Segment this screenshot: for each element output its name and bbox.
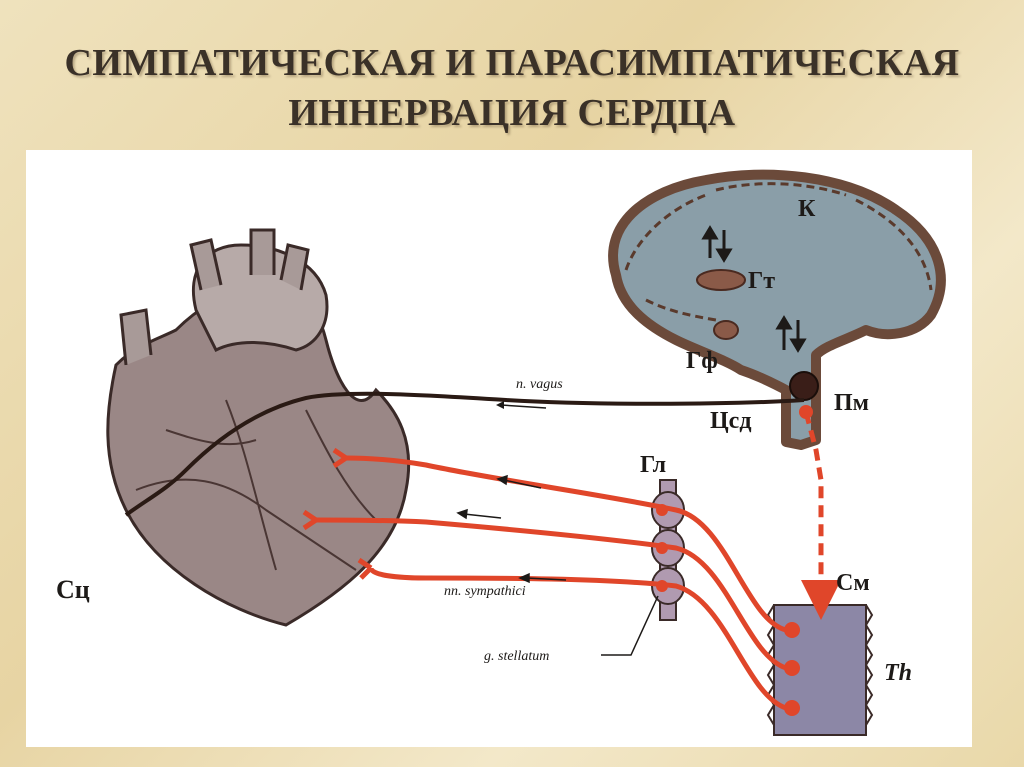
- label-hypothalamus: Гт: [748, 268, 775, 294]
- descending-pathway: [801, 411, 841, 620]
- label-vagus: n. vagus: [516, 377, 563, 392]
- label-medulla: Пм: [834, 390, 869, 416]
- spinal-neuron-1: [784, 622, 800, 638]
- heart-vessels: [119, 228, 310, 366]
- diagram-panel: К Гт Гф Пм Цсд Гл См Th Сц n. vagus nn. …: [26, 150, 972, 747]
- label-stellate: g. stellatum: [484, 649, 549, 664]
- label-spinal-cord: См: [836, 570, 870, 596]
- spinal-neuron-3: [784, 700, 800, 716]
- title-line-1: СИМПАТИЧЕСКАЯ И ПАРАСИМПАТИЧЕСКАЯ: [64, 42, 960, 84]
- label-heart: Сц: [56, 575, 90, 604]
- brain-cortex-folds: [624, 182, 933, 322]
- heart-coronary-vessels: [135, 399, 377, 571]
- label-cortex: К: [798, 196, 816, 222]
- vagus-direction-arrow: [500, 404, 547, 409]
- stellatum-leader-line: [601, 595, 659, 656]
- arrows-cortex-hypothalamus: [701, 225, 807, 353]
- heart: [106, 228, 411, 627]
- pituitary-shape: [713, 320, 739, 340]
- label-pituitary: Гф: [686, 348, 718, 374]
- label-thoracic: Th: [884, 660, 912, 686]
- innervation-diagram: К Гт Гф Пм Цсд Гл См Th Сц n. vagus nn. …: [56, 169, 946, 736]
- hypothalamus-shape: [696, 269, 746, 291]
- title-line-2: ИННЕРВАЦИЯ СЕРДЦА: [288, 92, 736, 134]
- label-cardio-center: Цсд: [710, 408, 751, 434]
- slide-title: СИМПАТИЧЕСКАЯ И ПАРАСИМПАТИЧЕСКАЯ ИННЕРВ…: [0, 38, 1024, 138]
- medulla-center: [789, 371, 819, 401]
- brain-outline: [608, 169, 946, 450]
- sympathetic-direction-arrows: [456, 474, 567, 584]
- vagus-nerve: [124, 391, 805, 517]
- label-ganglia: Гл: [640, 452, 666, 478]
- spinal-neuron-2: [784, 660, 800, 676]
- spinal-cord-segment: [766, 604, 874, 736]
- label-sympathetic: nn. sympathici: [444, 584, 526, 599]
- sympathetic-nerves: [302, 447, 787, 711]
